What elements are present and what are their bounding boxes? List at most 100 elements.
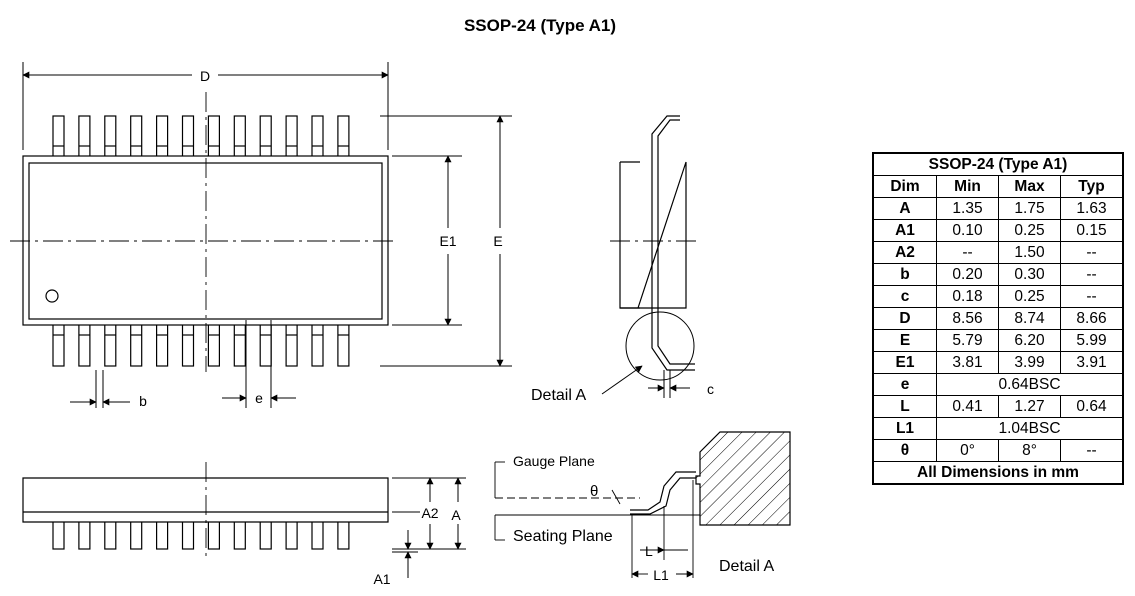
span-cell: 1.04BSC xyxy=(936,417,1124,440)
dimension-c xyxy=(648,370,690,398)
top-lead xyxy=(311,115,324,161)
label-A1: A1 xyxy=(373,571,390,587)
typ-cell: -- xyxy=(1060,241,1124,264)
bottom-lead xyxy=(181,320,195,367)
typ-cell: 1.63 xyxy=(1060,197,1124,220)
label-L1: L1 xyxy=(653,567,669,583)
top-lead xyxy=(52,115,65,161)
typ-cell: 3.91 xyxy=(1060,351,1124,374)
typ-cell: -- xyxy=(1060,263,1124,286)
typ-cell: 8.66 xyxy=(1060,307,1124,330)
table-title: SSOP-24 (Type A1) xyxy=(872,152,1124,176)
bottom-lead xyxy=(207,320,220,367)
min-cell: 0.20 xyxy=(936,263,999,286)
label-seating-plane: Seating Plane xyxy=(513,528,613,545)
dimension-E xyxy=(380,115,512,367)
front-view xyxy=(22,462,389,560)
top-lead xyxy=(259,115,272,161)
label-gauge-plane: Gauge Plane xyxy=(513,453,595,469)
header-min: Min xyxy=(936,175,999,198)
dim-cell: A xyxy=(872,197,937,220)
label-c: c xyxy=(707,381,714,397)
bottom-lead xyxy=(130,320,143,367)
dim-cell: A1 xyxy=(872,219,937,242)
label-theta: θ xyxy=(590,483,598,500)
bottom-lead xyxy=(337,320,350,367)
bottom-lead xyxy=(104,320,117,367)
package-body xyxy=(22,155,389,326)
top-lead xyxy=(285,115,298,161)
min-cell: 0° xyxy=(936,439,999,462)
top-lead xyxy=(207,115,220,161)
dim-cell: A2 xyxy=(872,241,937,264)
typ-cell: 0.15 xyxy=(1060,219,1124,242)
dim-cell: c xyxy=(872,285,937,308)
max-cell: 1.75 xyxy=(998,197,1061,220)
typ-cell: 5.99 xyxy=(1060,329,1124,352)
top-lead xyxy=(130,115,143,161)
dimension-b xyxy=(70,370,130,408)
dim-cell: D xyxy=(872,307,937,330)
dim-cell: b xyxy=(872,263,937,286)
label-detail-a-bottom: Detail A xyxy=(719,558,774,575)
label-detail-a-top: Detail A xyxy=(531,387,586,404)
min-cell: 5.79 xyxy=(936,329,999,352)
table-row: A2--1.50-- xyxy=(872,241,1124,264)
header-dim: Dim xyxy=(872,175,937,198)
dimension-e xyxy=(222,320,296,408)
dimension-D xyxy=(22,62,389,150)
bottom-lead xyxy=(52,320,65,367)
max-cell: 1.27 xyxy=(998,395,1061,418)
min-cell: 1.35 xyxy=(936,197,999,220)
bottom-lead xyxy=(285,320,298,367)
bottom-lead xyxy=(156,320,169,367)
end-view xyxy=(601,115,700,395)
bottom-lead xyxy=(78,320,91,367)
label-A: A xyxy=(451,507,461,523)
max-cell: 0.25 xyxy=(998,285,1061,308)
span-cell: 0.64BSC xyxy=(936,373,1124,396)
label-e: e xyxy=(255,390,263,406)
drawing-title: SSOP-24 (Type A1) xyxy=(463,16,617,35)
max-cell: 6.20 xyxy=(998,329,1061,352)
min-cell: 0.10 xyxy=(936,219,999,242)
label-E: E xyxy=(493,233,502,249)
max-cell: 8.74 xyxy=(998,307,1061,330)
top-lead xyxy=(156,115,169,161)
top-lead xyxy=(337,115,350,161)
top-lead xyxy=(104,115,117,161)
label-L: L xyxy=(645,543,653,559)
max-cell: 0.30 xyxy=(998,263,1061,286)
top-lead xyxy=(78,115,91,161)
dim-cell: L1 xyxy=(872,417,937,440)
max-cell: 0.25 xyxy=(998,219,1061,242)
dim-cell: L xyxy=(872,395,937,418)
max-cell: 8° xyxy=(998,439,1061,462)
dim-cell: θ xyxy=(872,439,937,462)
max-cell: 3.99 xyxy=(998,351,1061,374)
min-cell: 3.81 xyxy=(936,351,999,374)
min-cell: -- xyxy=(936,241,999,264)
table-footer: All Dimensions in mm xyxy=(872,461,1124,485)
header-typ: Typ xyxy=(1060,175,1124,198)
top-lead xyxy=(181,115,195,161)
typ-cell: 0.64 xyxy=(1060,395,1124,418)
label-D: D xyxy=(200,68,210,84)
min-cell: 0.41 xyxy=(936,395,999,418)
pin1-marker xyxy=(45,289,59,303)
min-cell: 0.18 xyxy=(936,285,999,308)
bottom-lead xyxy=(311,320,324,367)
